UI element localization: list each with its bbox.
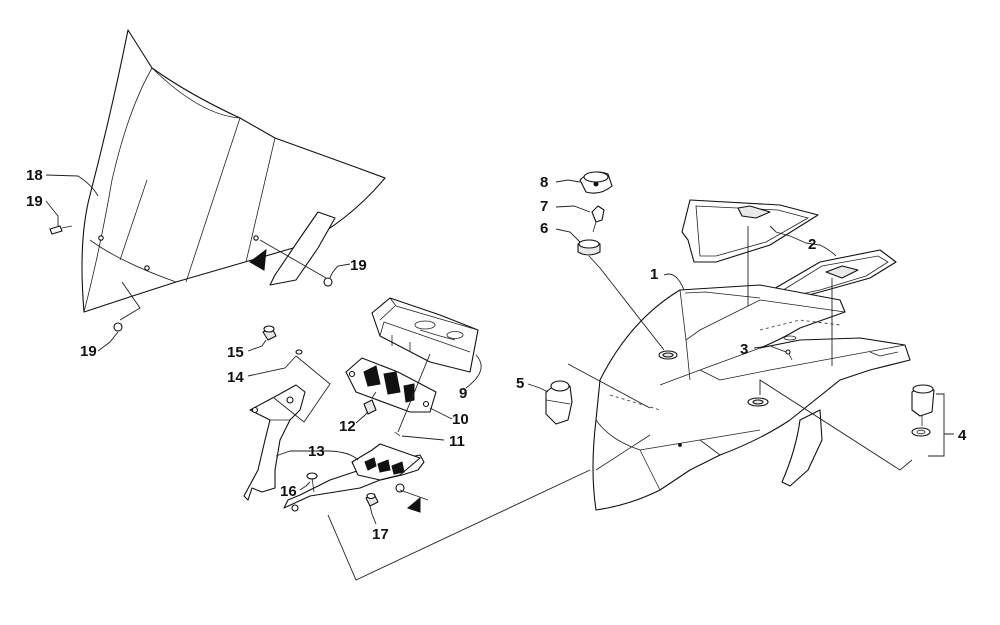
callout-15: 15	[227, 344, 244, 361]
nut-17	[365, 492, 379, 507]
gauge-bracket	[345, 357, 437, 413]
switch-5	[545, 380, 573, 425]
callout-6: 6	[540, 220, 548, 237]
callout-18: 18	[26, 167, 43, 184]
callout-11: 11	[449, 433, 465, 450]
callout-13: 13	[308, 443, 325, 460]
leader-lines	[45, 174, 954, 581]
lens-upper	[681, 199, 819, 263]
ignition-key	[591, 205, 605, 233]
callout-9: 9	[459, 385, 467, 402]
pin-11	[394, 431, 401, 437]
bolt-12	[363, 391, 377, 415]
key-switch-cap	[579, 171, 613, 194]
callout-5: 5	[516, 375, 524, 392]
windshield	[81, 29, 386, 313]
callout-4: 4	[958, 427, 967, 444]
callout-12: 12	[339, 418, 356, 435]
callout-17: 17	[372, 526, 389, 543]
callout-19-right: 19	[350, 257, 367, 274]
support-bracket	[243, 384, 425, 513]
callout-labels: 1 2 3 4 5 6 7 8 9 10 11 12 13 14 15 16 1…	[26, 167, 967, 543]
callout-7: 7	[540, 198, 548, 215]
screw-3	[785, 349, 793, 361]
key-switch-nut	[577, 239, 601, 256]
lens-lower	[771, 249, 897, 301]
gauge	[371, 297, 479, 373]
screw-19-bottom	[113, 322, 123, 332]
washer-14	[295, 349, 303, 355]
callout-8: 8	[540, 174, 548, 191]
power-outlet	[911, 384, 935, 437]
callout-1: 1	[650, 266, 658, 283]
callout-3: 3	[740, 341, 748, 358]
callout-19-bottom: 19	[80, 343, 97, 360]
screw-19-right	[323, 277, 333, 287]
callout-14: 14	[227, 369, 244, 386]
callout-19-left: 19	[26, 193, 43, 210]
hood	[592, 284, 911, 511]
callout-16: 16	[280, 483, 297, 500]
nut-15	[262, 325, 277, 341]
screw-19-left	[49, 225, 73, 235]
callout-10: 10	[452, 411, 469, 428]
screw-16	[306, 472, 318, 493]
callout-2: 2	[808, 236, 816, 253]
